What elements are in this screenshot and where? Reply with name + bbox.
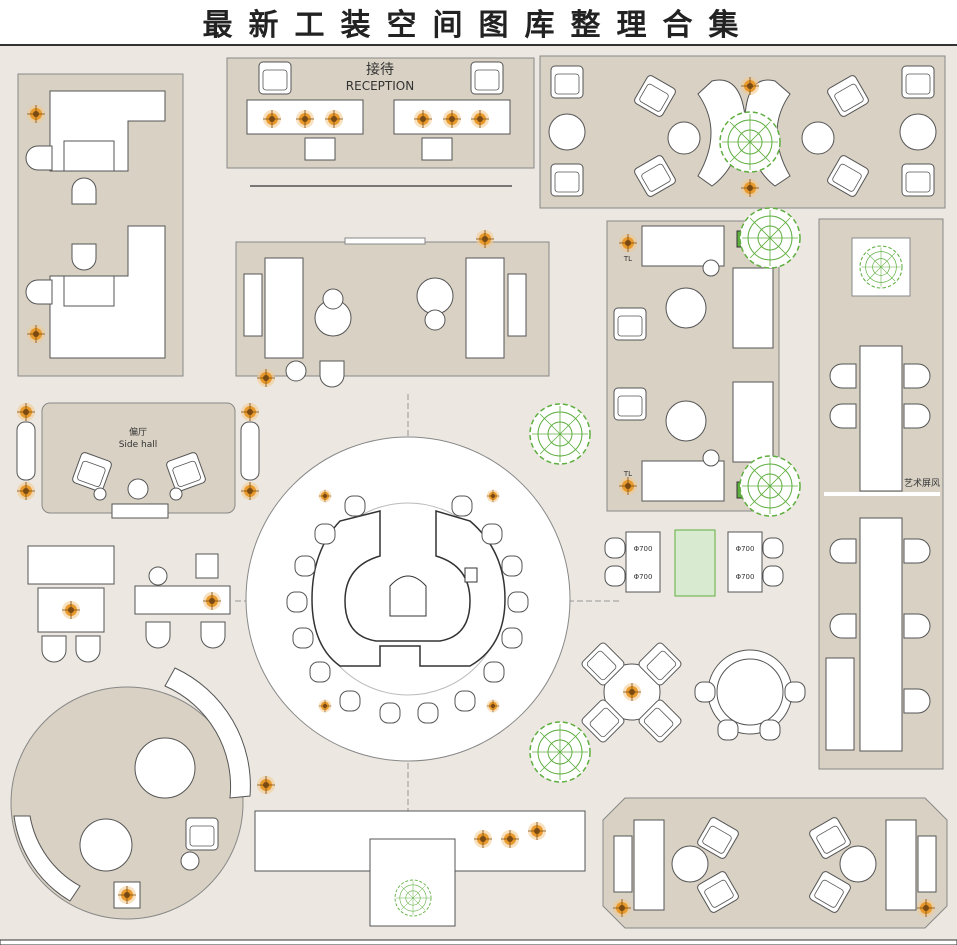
title-bar: 最新工装空间图库整理合集 (0, 0, 957, 46)
dining-area: Φ700 Φ700 Φ700 Φ700 (604, 529, 784, 597)
office-room-right: TL TL (606, 207, 801, 517)
art-screen-hall: 艺术屏风 (818, 218, 944, 770)
office-room-left (17, 73, 184, 377)
reception-en-label: RECEPTION (346, 79, 414, 93)
dimension-label: Φ700 (634, 573, 653, 581)
bottom-counter (254, 810, 586, 927)
art-screen-label: 艺术屏风 (904, 477, 940, 489)
ceiling-lamp-icon (26, 104, 46, 124)
reception-area: 接待 RECEPTION (226, 57, 535, 187)
dimension-label: Φ700 (736, 573, 755, 581)
meeting-room (235, 229, 550, 388)
side-hall-en-label: Side hall (119, 440, 158, 450)
round-conference-room (235, 394, 620, 826)
plant-icon (739, 455, 801, 517)
lounge-bottom-right (602, 797, 948, 929)
floor-plan: 接待 RECEPTION (0, 55, 957, 945)
plant-icon (529, 403, 591, 465)
lamp-label: TL (623, 470, 632, 478)
dimension-label: Φ700 (634, 545, 653, 553)
plant-icon (529, 721, 591, 783)
desk-area-left (27, 545, 231, 663)
plant-icon (739, 207, 801, 269)
ceiling-lamp-icon (26, 324, 46, 344)
side-hall-cn-label: 偏厅 (129, 426, 147, 438)
dimension-label: Φ700 (736, 545, 755, 553)
round-tables (579, 640, 806, 745)
lamp-label: TL (623, 255, 632, 263)
lounge-top-right (539, 55, 946, 209)
sheet-title: 最新工装空间图库整理合集 (202, 8, 755, 43)
reception-cn-label: 接待 (366, 61, 394, 78)
side-hall: 偏厅 Side hall (16, 402, 260, 519)
curved-lounge (10, 667, 276, 920)
